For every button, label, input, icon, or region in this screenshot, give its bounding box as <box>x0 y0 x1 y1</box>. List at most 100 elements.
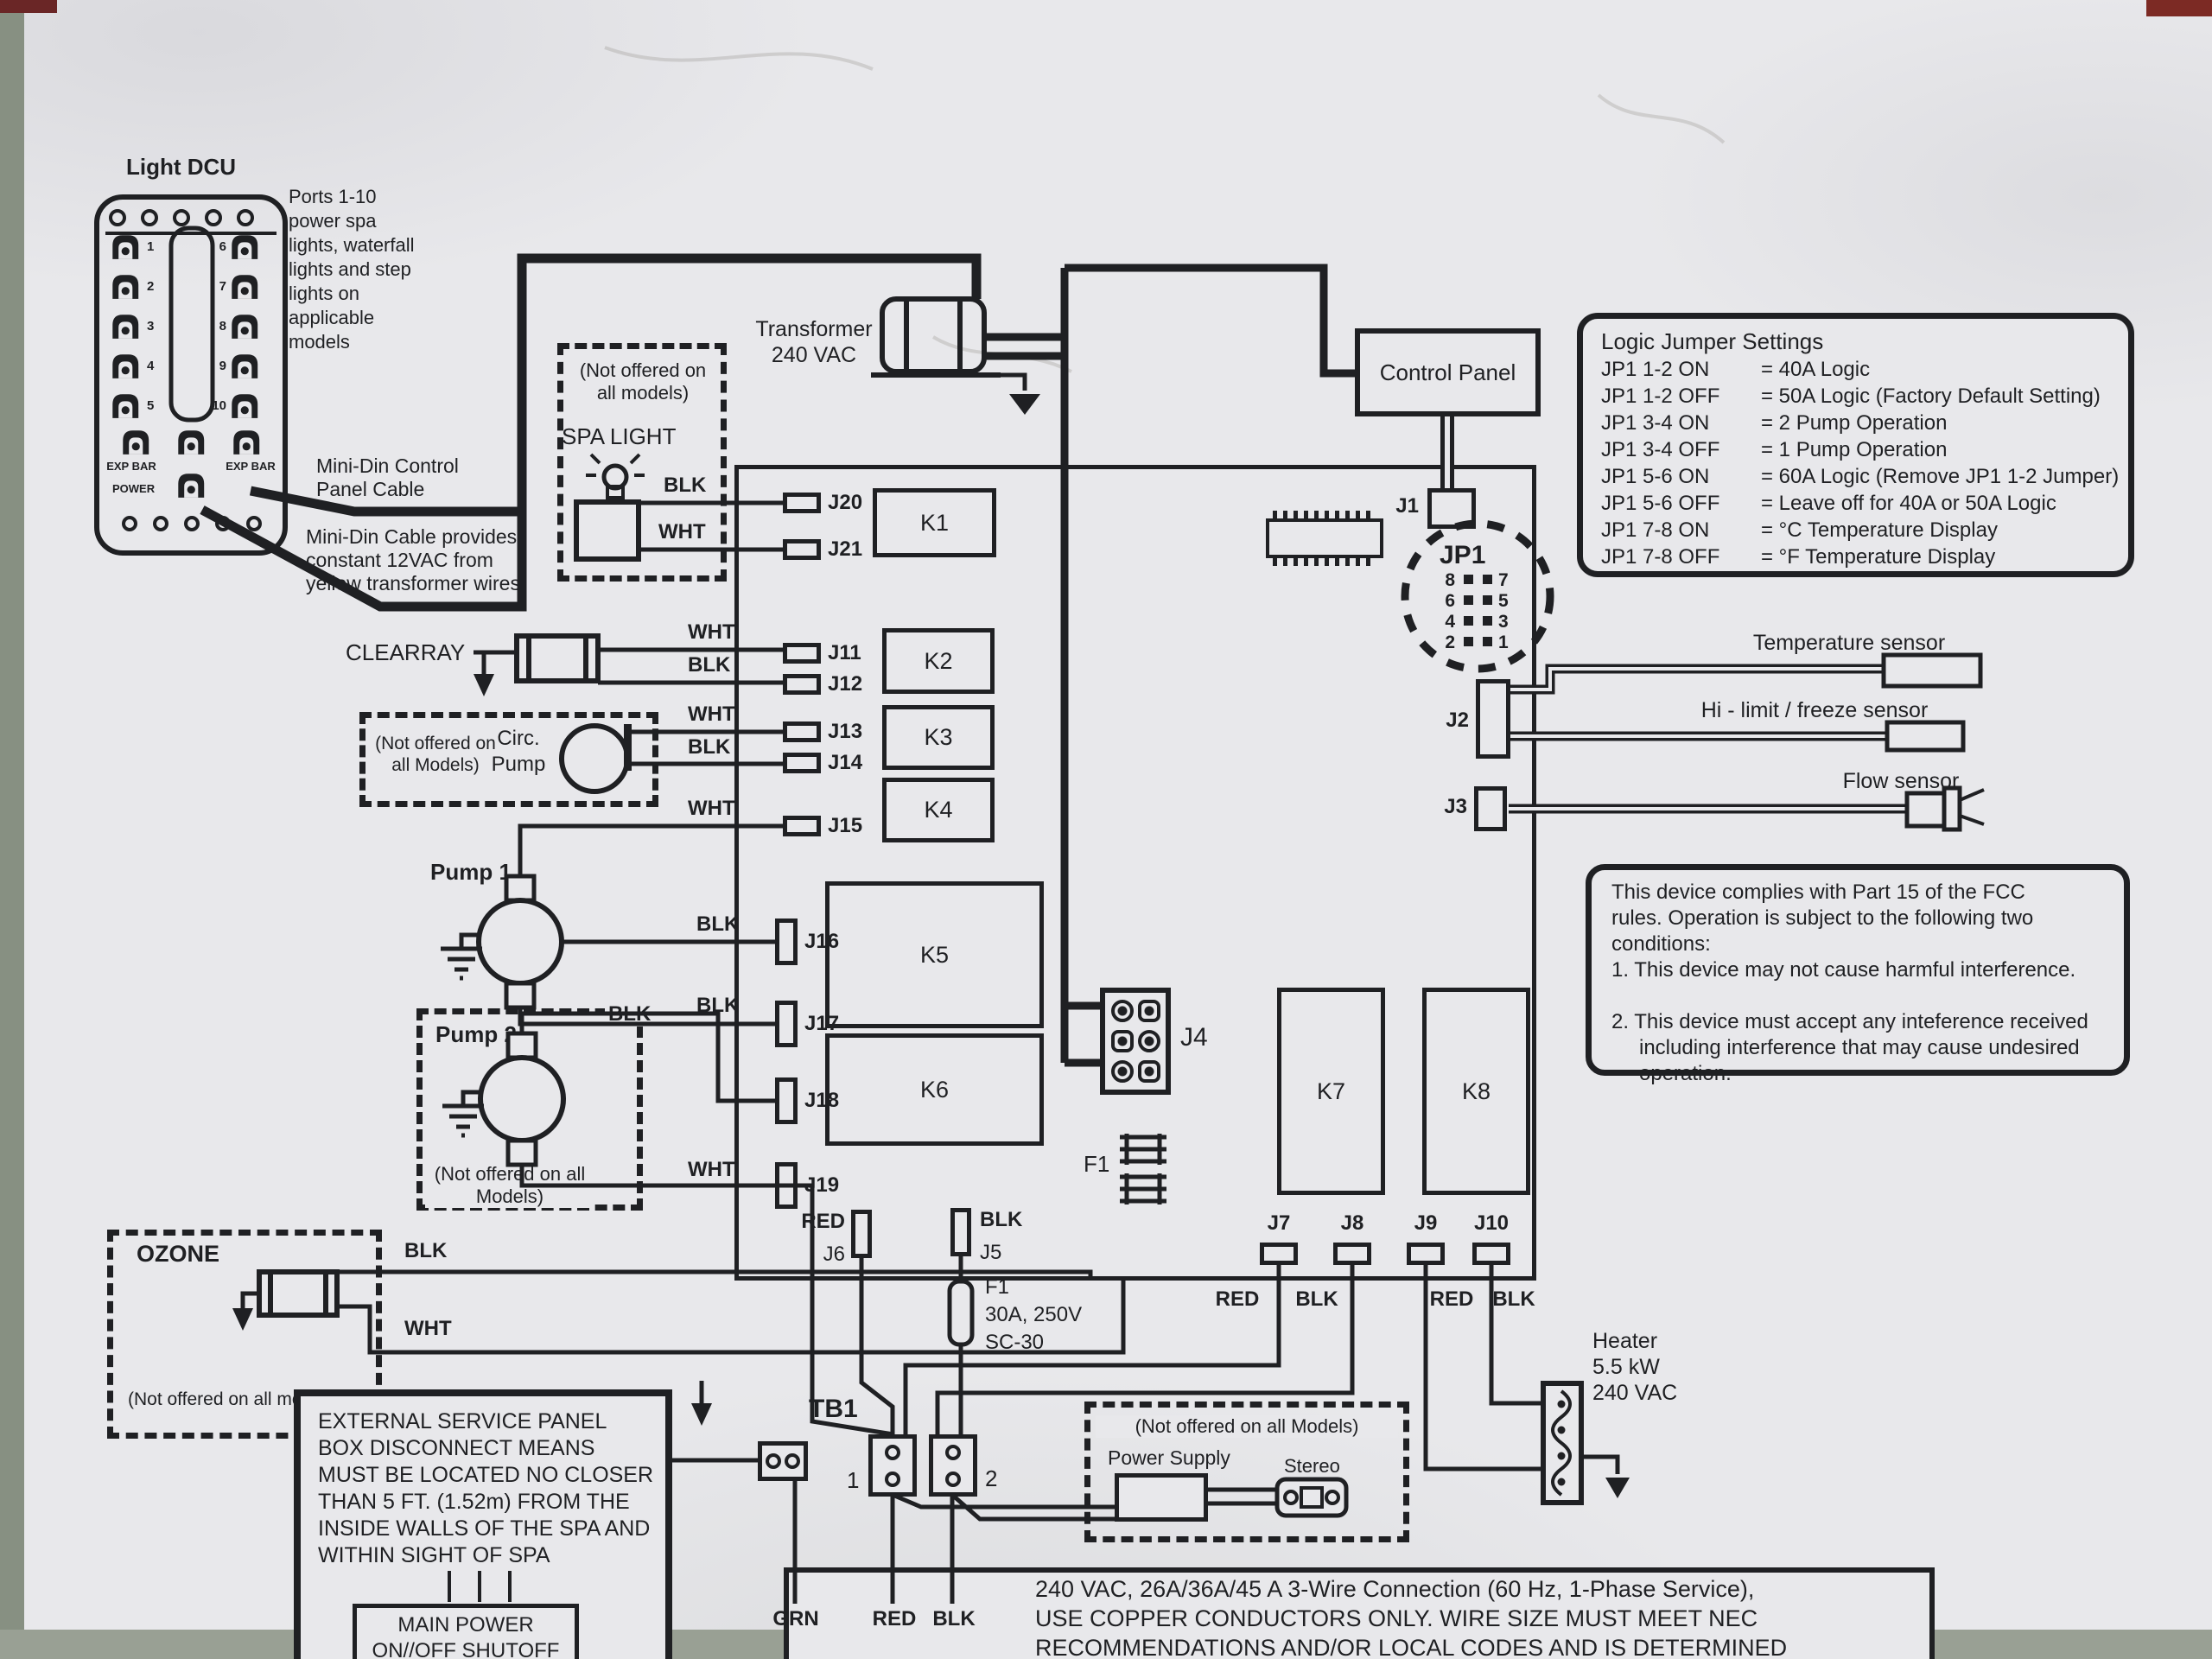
relay-k3: K3 <box>882 705 995 770</box>
logic-row-key: JP1 3-4 ON <box>1601 411 1710 435</box>
jp1-label: JP1 <box>1440 541 1486 569</box>
f1-board-label: F1 <box>1084 1151 1110 1177</box>
clearray-blk-label: BLK <box>688 653 731 677</box>
jp1-row-num: 3 <box>1498 612 1509 632</box>
spa-light-fixture <box>574 499 641 562</box>
power-inlet-connector <box>758 1441 808 1481</box>
spa-light-blk-label: BLK <box>664 474 707 497</box>
transformer-label: Transformer 240 VAC <box>740 316 888 368</box>
relay-k6: K6 <box>825 1033 1044 1146</box>
connector-j20 <box>783 493 821 513</box>
pump2-blk-label: BLK <box>605 1002 655 1027</box>
tb1-terminal-screw <box>945 1444 961 1460</box>
jp1-jumper-pad <box>1464 637 1473 646</box>
j17-label: J17 <box>804 1012 840 1035</box>
connector-j18 <box>775 1077 798 1124</box>
photo-corner-mark-right <box>2146 0 2212 16</box>
jp1-jumper-pad <box>1483 637 1492 646</box>
logic-row-key: JP1 1-2 OFF <box>1601 385 1720 408</box>
fcc-item-2: 2. This device must accept any inteferen… <box>1611 1010 2088 1085</box>
connector-j11 <box>783 643 821 664</box>
tb1-terminal-screw <box>885 1471 900 1487</box>
j1-label: J1 <box>1395 494 1419 518</box>
logic-row-key: JP1 5-6 OFF <box>1601 492 1720 515</box>
jp1-row-num: 4 <box>1445 612 1455 632</box>
relay-k4-label: K4 <box>924 797 953 823</box>
logic-title: Logic Jumper Settings <box>1601 328 1824 354</box>
connector-j17 <box>775 1001 798 1047</box>
dcu-port-number: 7 <box>219 279 226 294</box>
logic-row-value: = °F Temperature Display <box>1761 545 1996 569</box>
logic-row-value: = Leave off for 40A or 50A Logic <box>1761 492 2056 515</box>
flow-sensor-label: Flow sensor <box>1842 769 1960 793</box>
light-dcu-title: Light DCU <box>126 154 237 180</box>
pump2-label: Pump 2 <box>430 1021 522 1048</box>
circ-pump-dashed-box <box>359 712 658 807</box>
circ-pump-c-label: C <box>585 743 604 772</box>
mini-din-control-cable-note: Mini-Din Control Panel Cable <box>316 454 459 500</box>
connector-j13 <box>783 721 821 742</box>
tb1-terminal-2-label: 2 <box>985 1465 998 1491</box>
connector-j21 <box>783 539 821 560</box>
dcu-port-number: 4 <box>147 359 155 373</box>
logic-row: JP1 3-4 ON= 2 Pump Operation <box>1601 411 1947 435</box>
dcu-ports-note: Ports 1-10 power spa lights, waterfall l… <box>289 186 415 353</box>
circ-pump-label: Circ. Pump <box>480 726 556 778</box>
j17-blk-label: BLK <box>696 994 740 1017</box>
circ-pump-not-offered: (Not offered on all Models) <box>375 734 496 775</box>
relay-k7-label: K7 <box>1316 1077 1346 1104</box>
j19-label: J19 <box>804 1173 840 1197</box>
logic-row-value: = °C Temperature Display <box>1761 518 1998 542</box>
ic-chip <box>1266 511 1383 566</box>
j4-pin <box>1110 1059 1134 1083</box>
power-supply-not-offered: (Not offered on all Models) <box>1096 1415 1398 1438</box>
connector-j2 <box>1476 679 1510 759</box>
j4-pin <box>1137 1029 1160 1052</box>
connector-j16 <box>775 918 798 965</box>
connector-j19 <box>775 1162 798 1209</box>
relay-k2-label: K2 <box>924 647 953 674</box>
red-wire-label: RED <box>872 1607 917 1630</box>
j8-wire-color: BLK <box>1295 1287 1338 1311</box>
clearray-label: CLEARRAY <box>346 639 466 665</box>
connector-j8 <box>1333 1243 1371 1265</box>
relay-k7: K7 <box>1277 988 1385 1195</box>
bottom-note-line1: 240 VAC, 26A/36A/45 A 3-Wire Connection … <box>1035 1576 1755 1602</box>
connector-j3 <box>1474 786 1507 831</box>
pump2-hi-label: HI <box>511 1087 533 1113</box>
logic-row-key: JP1 1-2 ON <box>1601 358 1710 381</box>
jp1-row-num: 2 <box>1445 632 1455 652</box>
blk-wire-label: BLK <box>932 1607 976 1630</box>
transformer-label-line2: 240 VAC <box>771 343 857 367</box>
connector-j9 <box>1407 1243 1445 1265</box>
logic-row-value: = 50A Logic (Factory Default Setting) <box>1761 385 2101 408</box>
service-panel-warning-box <box>294 1389 672 1659</box>
main-board-outline <box>734 465 1536 1281</box>
pump1-hi-label: HI <box>509 930 531 956</box>
j15-wht-label: WHT <box>688 797 735 820</box>
tb1-terminal-screw <box>885 1444 900 1460</box>
connector-j1 <box>1427 488 1476 529</box>
relay-k5-label: K5 <box>919 941 950 968</box>
jp1-jumper-pad <box>1464 575 1473 584</box>
power-supply-box <box>1115 1473 1208 1522</box>
j7-label: J7 <box>1267 1211 1291 1235</box>
circ-wht-label: WHT <box>688 702 735 726</box>
j21-label: J21 <box>828 537 863 561</box>
logic-row: JP1 7-8 OFF= °F Temperature Display <box>1601 545 1995 569</box>
relay-k2: K2 <box>882 628 995 694</box>
bottom-note-box <box>784 1567 1935 1659</box>
logic-row: JP1 5-6 OFF = Leave off for 40A or 50A Lo… <box>1601 492 2056 516</box>
circ-blk-label: BLK <box>688 735 731 759</box>
logic-row-key: JP1 5-6 ON <box>1601 465 1710 488</box>
dcu-port-number: 2 <box>147 279 155 294</box>
fuse-f1-line3: SC-30 <box>985 1331 1045 1354</box>
connector-j7 <box>1260 1243 1298 1265</box>
jp1-row-num: 5 <box>1498 591 1509 611</box>
connector-j14 <box>783 753 821 773</box>
fuse-f1-line1: F1 <box>985 1275 1010 1299</box>
j16-label: J16 <box>804 930 840 953</box>
power-supply-label: Power Supply <box>1108 1446 1230 1469</box>
relay-k6-label: K6 <box>919 1076 950 1103</box>
